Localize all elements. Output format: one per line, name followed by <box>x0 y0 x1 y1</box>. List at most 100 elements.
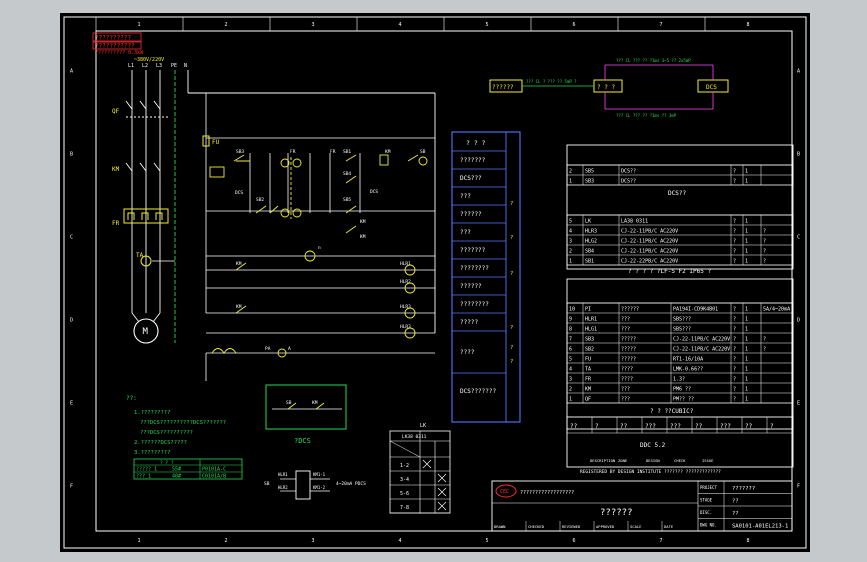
function-table-row: DCS??????? <box>460 388 497 395</box>
title-field-label: PROJECT <box>700 485 717 490</box>
dcs-panel-km: KM <box>312 400 318 406</box>
rev-label: DESIGN <box>646 458 660 463</box>
parts-cell: 1 <box>745 259 748 265</box>
motor-label: M <box>143 327 149 337</box>
parts-caption: ? ? ??CUBIC? <box>650 408 694 415</box>
dcs-link: ?????? ? ? ? DCS ??? CL ??? ?? ?1ms 3~5 … <box>489 58 729 118</box>
function-table-mark: ? <box>510 201 513 207</box>
title-header-cell: ??? <box>645 423 656 430</box>
parts-cell: ? <box>733 249 736 255</box>
dcs-tag: DCS <box>235 190 243 196</box>
parts-cell: 1 <box>745 229 748 235</box>
misc-label: SB <box>420 149 426 155</box>
parts-cell: 1 <box>745 337 748 343</box>
border-letter-right: B <box>797 152 800 158</box>
title-field-value: SA0101-A01EL213-1 <box>732 524 788 530</box>
parts-cell: ? <box>733 357 736 363</box>
phase-label: PE <box>171 63 177 69</box>
border-number-top: 2 <box>225 22 228 28</box>
lamp-label: HLR3 <box>400 304 411 310</box>
parts-cell: SB2 <box>585 347 594 353</box>
parts-cell: HLR3 <box>585 229 597 235</box>
parts-cell: ? <box>733 307 736 313</box>
selector-row: 7-8 <box>400 505 409 511</box>
overload-relay <box>123 208 169 224</box>
parts-cell: 8 <box>569 327 572 333</box>
meter-label-3: KM1-1 <box>313 472 326 477</box>
title-header-cell: ?? <box>620 423 628 430</box>
parts-cell: ???? <box>621 367 633 373</box>
button-label: SB3 <box>236 149 244 155</box>
parts-cell: 1 <box>569 179 572 185</box>
parts-cell: ? <box>733 259 736 265</box>
notes-table-cell: 55# <box>172 467 181 473</box>
parts-cell: SB3 <box>585 179 594 185</box>
dcs-panel-sb: SB <box>286 400 292 406</box>
border-number-top: 4 <box>399 22 402 28</box>
border-letter-left: E <box>70 401 73 407</box>
notes-line: 3.????????? <box>134 450 170 456</box>
parts-cell: HLR1 <box>585 317 597 323</box>
rev-label: ZONE <box>618 458 628 463</box>
notes-table-cell: C0101A/B <box>202 474 226 480</box>
parts-cell: ? <box>763 259 766 265</box>
border-letter-left: C <box>70 235 73 241</box>
parts-cell: 1 <box>569 397 572 403</box>
company-name: ?????????????????? <box>520 490 574 496</box>
meter-label-1: HLR1 <box>278 472 288 477</box>
notes-line: 1.????????? <box>134 410 170 416</box>
parts-cell: 1 <box>745 249 748 255</box>
parts-cell: 1 <box>569 259 572 265</box>
parts-cell: ? <box>763 337 766 343</box>
dcs-note-top: ??? CL ??? ?? ?1ms 3~5 ?? 2x5mP <box>616 58 691 63</box>
parts-cell: ? <box>763 249 766 255</box>
parts-cell: CJ-22-11PB/C AC220V <box>673 337 730 343</box>
title-header-cell: ??? <box>670 423 681 430</box>
parts-cell: 1 <box>745 179 748 185</box>
control-wiring <box>205 93 435 381</box>
parts-cell: TA <box>585 367 591 373</box>
parts-cell: CJ-22-22PB/C AC220V <box>621 259 678 265</box>
border-number-top: 5 <box>486 22 489 28</box>
sign-label: REVIEWED <box>562 524 581 529</box>
parts-cell: DCS?? <box>621 179 636 185</box>
border-number-bottom: 3 <box>312 538 315 544</box>
contact-label: KM <box>360 234 366 240</box>
title-stamps: ?????????? ??????????? ?????????? 0.3kW <box>92 32 144 56</box>
parts-cell: 1 <box>745 367 748 373</box>
border-number-bottom: 5 <box>486 538 489 544</box>
parts-cell: 1 <box>745 219 748 225</box>
parts-cell: PM?? ?? <box>673 397 694 403</box>
parts-cell: LA38 0311 <box>621 219 648 225</box>
function-table-mark: ? <box>510 325 513 331</box>
parts-cell: 1 <box>745 327 748 333</box>
parts-cell: ?????? <box>621 307 639 313</box>
parts-cell: CJ-22-11PB/C AC220V <box>621 249 678 255</box>
parts-cell: 1.3? <box>673 377 685 383</box>
parts-cell: ????? <box>621 357 636 363</box>
parts-cell: ??? <box>621 317 630 323</box>
border-number-bottom: 8 <box>747 538 750 544</box>
parts-cell: 2 <box>569 387 572 393</box>
function-table-header: ? ? ? <box>466 139 486 147</box>
parts-cell: ? <box>733 169 736 175</box>
parts-cell: 10 <box>569 307 575 313</box>
parts-cell: SB4 <box>585 249 594 255</box>
parts-cell: HLG1 <box>585 327 597 333</box>
notes-heading: ??: <box>126 395 137 402</box>
phase-label: N <box>184 63 187 69</box>
border-number-bottom: 2 <box>225 538 228 544</box>
parts-cell: LK <box>585 219 591 225</box>
sign-label: SCALE <box>630 524 642 529</box>
company-logo <box>495 484 517 498</box>
parts-cell: 4 <box>569 367 572 373</box>
parts-caption: ? ? ? ? ?LF-S F2 IP65 ? <box>628 268 711 275</box>
function-table-row: ???????? <box>460 301 489 308</box>
dcs-note-bottom: ??? CL ??? ?? ?1ms ?? 3mP <box>616 113 677 118</box>
function-table-mark: ? <box>510 271 513 277</box>
parts-cell: 1 <box>745 239 748 245</box>
parts-cell: 1 <box>745 357 748 363</box>
parts-cell: ??? <box>621 387 630 393</box>
